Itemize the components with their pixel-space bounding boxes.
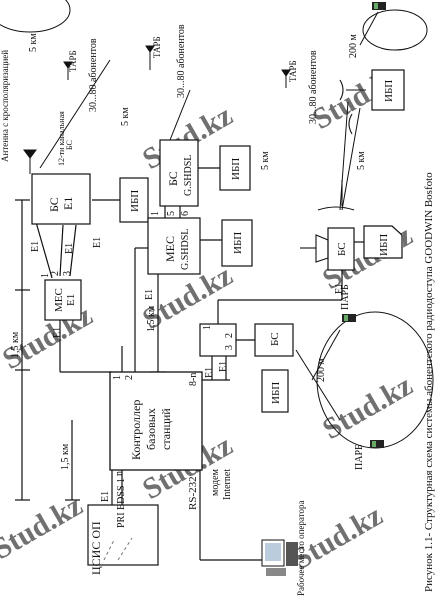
mes-mid-node: МЕС G.SHDSL [147, 217, 201, 275]
km5-label-a: 5 км [28, 33, 39, 52]
labels: Антенна с кросполяризацией 12-ти канальн… [0, 24, 367, 596]
rs232-label: RS-232 [187, 476, 199, 510]
bs-lower-label: БС [269, 332, 281, 346]
port-8n-label: 8-n [188, 373, 199, 386]
ibp-bs-right-node: ИБП [363, 225, 403, 259]
km15-label-c: 1,5 км [146, 305, 157, 332]
tsis-label: ЦСИС ОП [89, 521, 103, 575]
operator-label: Рабочее место оператора [296, 501, 306, 596]
subs-label-c: 30...80 абонентов [308, 50, 319, 124]
tarb-label-c: ТАРБ [288, 60, 298, 82]
e1-label: E1 [92, 237, 103, 248]
links [15, 167, 364, 561]
port-n-label: n [114, 471, 125, 476]
antenna-icon [23, 45, 291, 174]
km5-label-d: 5 км [356, 151, 367, 170]
bs-small-label: БС [65, 140, 74, 150]
controller-node: Контроллер базовых станций [109, 371, 203, 471]
radio-links [39, 11, 379, 421]
e1-label: E1 [52, 327, 63, 338]
ibp-lower-node: ИБП [261, 369, 289, 413]
ibp-top-node: ИБП [119, 177, 149, 223]
bs-top-sublabel: E1 [61, 197, 75, 210]
tsis-node: ЦСИС ОП [87, 504, 159, 575]
splitter-node [199, 323, 237, 357]
m200-label-a: 200 м [348, 34, 359, 59]
bs-mid-label: БС [166, 171, 180, 186]
e1-label: E1 [334, 283, 345, 294]
phone-icon [342, 2, 386, 448]
m200-label-b: 200 м [316, 358, 327, 383]
subs-label-b: 30...80 абонентов [176, 24, 187, 98]
ibp-top-label: ИБП [129, 190, 141, 212]
e1-label: E1 [64, 243, 75, 254]
mes-mid-sublabel: G.SHDSL [180, 229, 191, 270]
bs-mid-node: БС G.SHDSL [159, 139, 199, 207]
figure-caption: Рисунок 1.1- Структурная схема системы а… [423, 172, 435, 592]
port-6-label: 6 [180, 211, 191, 216]
bs-right-node: БС [327, 227, 355, 271]
operator-workstation-icon [261, 539, 298, 576]
controller-line-2: базовых [144, 408, 158, 450]
mes-left-sublabel: E1 [65, 294, 77, 306]
parb-label-b: ПАРБ [354, 444, 365, 470]
port-2-label: 2 [224, 333, 235, 338]
port-2-label: 2 [50, 271, 61, 276]
ibp-far-node: ИБП [371, 69, 405, 111]
port-1-label: 1 [202, 325, 213, 330]
km5-label-b: 5 км [120, 107, 131, 126]
port-2-label: 2 [124, 375, 135, 380]
e1-label: E1 [30, 241, 41, 252]
ibp-mes-mid-node: ИБП [221, 219, 253, 267]
port-3-label: 3 [224, 345, 235, 350]
bs-top-label: БС [47, 197, 61, 212]
ibp-bs-mid-node: ИБП [219, 145, 251, 191]
modem-label: модем [210, 468, 221, 496]
tarb-label-b: ТАРБ [152, 36, 162, 58]
km15-label-b: 1,5 км [60, 443, 71, 470]
port-1-label: 1 [40, 273, 51, 278]
subs-label-a: 30...80 абонентов [88, 38, 99, 112]
bs-top-node: БС E1 [31, 173, 91, 225]
pri-edss1-label: PRI EDSS 1 [116, 478, 127, 528]
e1-label: E1 [218, 361, 229, 372]
ibp-far-label: ИБП [383, 80, 395, 102]
port-3-label: 3 [62, 271, 73, 276]
controller-line-3: станций [159, 408, 173, 450]
km5-label-c: 5 км [260, 151, 271, 170]
port-5-label: 5 [166, 211, 177, 216]
antenna-cross-label: Антенна с кросполяризацией [0, 50, 10, 162]
e1-label: E1 [204, 367, 215, 378]
mes-left-node: МЕС E1 [44, 279, 82, 321]
internet-label: Internet [222, 469, 233, 500]
e1-label: E1 [144, 289, 155, 300]
bs-mid-sublabel: G.SHDSL [183, 155, 194, 196]
mes-mid-label: МЕС [163, 236, 177, 262]
ibp-mes-mid-label: ИБП [232, 232, 244, 254]
e1-label: E1 [100, 491, 111, 502]
bs-lower-node: БС [254, 323, 294, 357]
mes-left-label: МЕС [53, 288, 65, 312]
km15-label-a: 1,5 км [10, 331, 21, 358]
ibp-bs-mid-label: ИБП [230, 158, 242, 180]
port-1-label: 1 [150, 211, 161, 216]
port-1-label: 1 [112, 375, 123, 380]
ibp-bs-right-label: ИБП [378, 234, 390, 256]
channels-label: 12-ти канальная [57, 111, 66, 166]
parb-label-a: ПАРБ [340, 284, 351, 310]
tarb-label-a: ТАРБ [68, 50, 78, 72]
bs-right-label: БС [336, 242, 348, 256]
controller-line-1: Контроллер [129, 400, 143, 460]
ibp-lower-label: ИБП [270, 382, 282, 404]
